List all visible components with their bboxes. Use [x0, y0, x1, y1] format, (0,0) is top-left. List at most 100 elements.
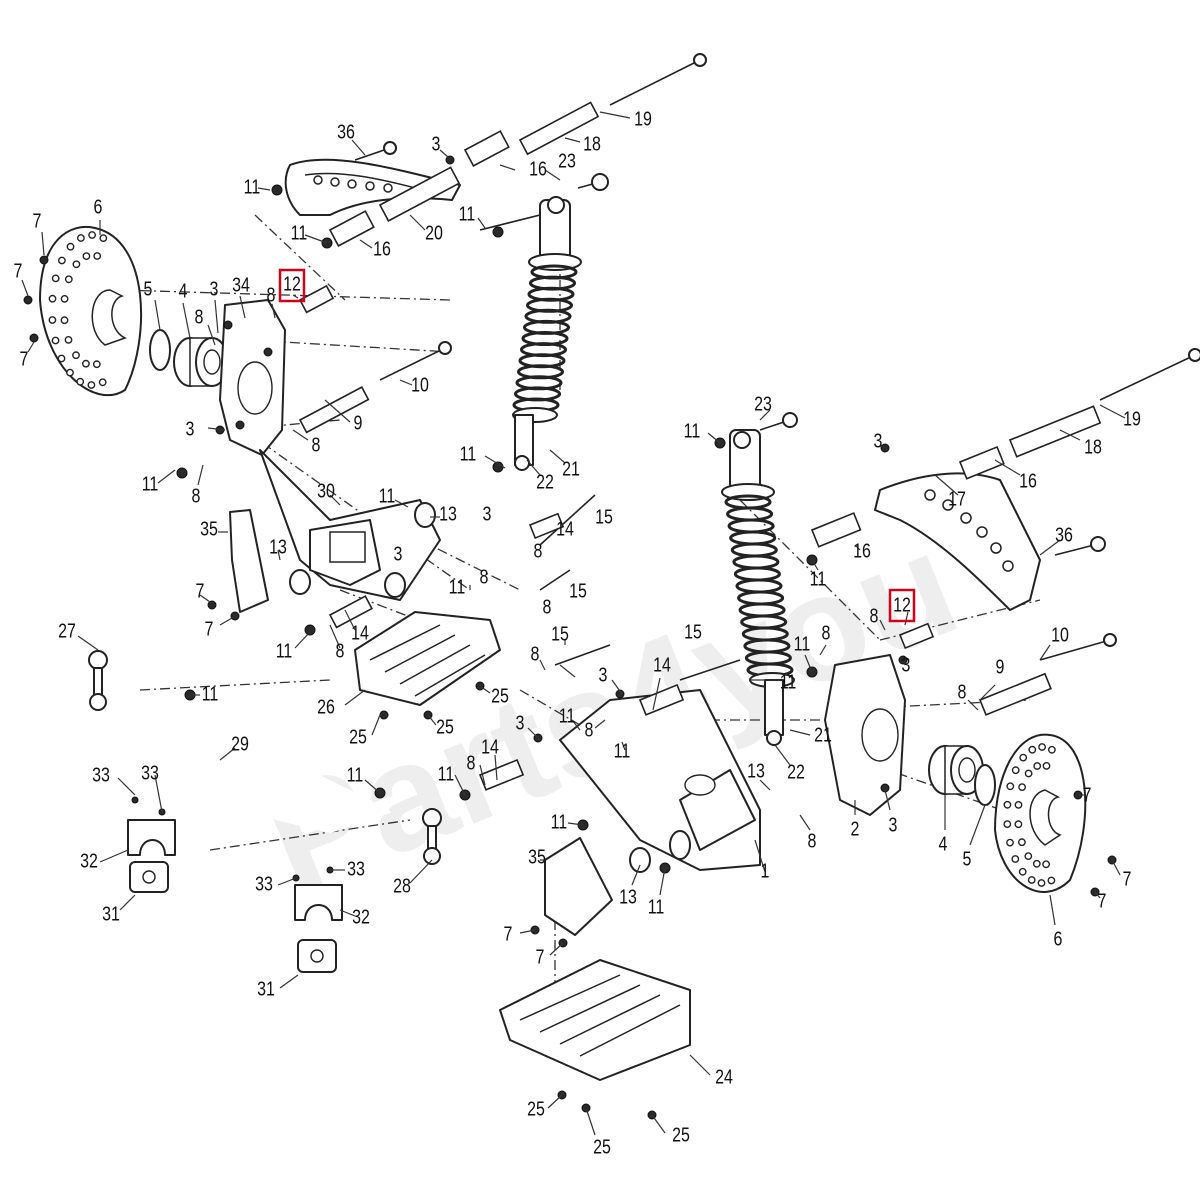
lower-arm-center [559, 689, 761, 873]
callout-9: 9 [996, 656, 1005, 678]
disc-hole [57, 354, 66, 363]
callout-4: 4 [939, 833, 948, 855]
knuckle-right [824, 654, 906, 816]
spring-coil [726, 506, 774, 522]
callout-25: 25 [349, 726, 367, 748]
callout-7: 7 [1123, 868, 1132, 890]
callout-17: 17 [948, 488, 966, 510]
disc-hole [1024, 769, 1033, 778]
disc-hole [1027, 876, 1036, 884]
callout-10: 10 [411, 374, 429, 396]
callout-11: 11 [460, 443, 477, 465]
callout-34: 34 [232, 274, 250, 296]
callout-36: 36 [1055, 524, 1073, 546]
bolts [354, 53, 1200, 681]
callout-33: 33 [255, 873, 273, 895]
callout-32: 32 [352, 906, 370, 928]
callout-11: 11 [684, 420, 701, 442]
callout-3: 3 [483, 503, 492, 525]
callout-3: 3 [902, 654, 911, 676]
disc-hole [1042, 762, 1051, 770]
callout-8: 8 [534, 540, 543, 562]
callout-15: 15 [551, 623, 569, 645]
disc-hole [1006, 782, 1015, 791]
disc-hole [1018, 783, 1026, 791]
callout-7: 7 [536, 946, 545, 968]
disc-hole [93, 252, 102, 260]
callout-25: 25 [491, 685, 509, 707]
callout-8: 8 [958, 681, 967, 703]
lower-arm-left [259, 449, 441, 601]
callout-32: 32 [80, 850, 98, 872]
callout-7: 7 [33, 210, 42, 232]
disc-hole [76, 377, 85, 386]
callout-18: 18 [583, 133, 601, 155]
snap-ring-right [974, 764, 996, 806]
callout-11: 11 [202, 683, 219, 705]
disc-hole [66, 242, 75, 251]
callout-11: 11 [780, 671, 797, 693]
disc-hole [1047, 876, 1056, 885]
disc-hole [1014, 820, 1023, 829]
callout-8: 8 [195, 306, 204, 328]
disc-hole [1014, 801, 1023, 809]
disc-hole [1024, 852, 1033, 860]
disc-hole [1019, 753, 1028, 762]
callout-11: 11 [142, 473, 159, 495]
callout-8: 8 [585, 719, 594, 741]
disc-hole [98, 378, 107, 387]
callout-15: 15 [595, 506, 613, 528]
disc-hole [1011, 766, 1020, 775]
callout-8: 8 [870, 605, 879, 627]
callout-7: 7 [14, 260, 23, 282]
sleeves-upper-left [298, 101, 600, 629]
callout-25: 25 [527, 1098, 545, 1120]
upper-arm-right [874, 472, 1041, 611]
callout-35: 35 [200, 518, 218, 540]
callout-11: 11 [244, 176, 261, 198]
callout-19: 19 [1123, 408, 1141, 430]
callout-10: 10 [1051, 624, 1069, 646]
bar-brackets [127, 819, 343, 973]
callout-3: 3 [599, 664, 608, 686]
callout-14: 14 [351, 622, 369, 644]
leader-lines [21, 111, 1126, 1136]
highlight-box-part-12-lower [888, 588, 916, 623]
callout-7: 7 [1083, 784, 1092, 806]
callout-18: 18 [1084, 436, 1102, 458]
callout-11: 11 [276, 640, 293, 662]
callout-3: 3 [432, 133, 441, 155]
callout-13: 13 [269, 536, 287, 558]
callout-15: 15 [684, 621, 702, 643]
callout-8: 8 [467, 752, 476, 774]
callout-2: 2 [851, 818, 860, 840]
callout-labels: 36 3 11 11 16 20 11 16 23 18 19 6 7 7 7 … [14, 108, 1141, 1158]
callout-3: 3 [889, 814, 898, 836]
callout-7: 7 [20, 348, 29, 370]
callout-14: 14 [653, 654, 671, 676]
disc-hole [1033, 762, 1042, 770]
callout-16: 16 [529, 158, 547, 180]
bearing-left [173, 337, 229, 387]
disc-hole [51, 336, 60, 345]
callout-3: 3 [186, 418, 195, 440]
disc-hole [1028, 745, 1037, 754]
callout-22: 22 [787, 761, 805, 783]
callout-11: 11 [449, 576, 466, 598]
callout-16: 16 [373, 238, 391, 260]
callout-15: 15 [569, 580, 587, 602]
callout-31: 31 [257, 978, 275, 1000]
snap-ring-left [149, 329, 171, 371]
disc-hole [77, 234, 85, 242]
callout-11: 11 [379, 485, 396, 507]
stabilizer-links [88, 650, 442, 865]
callout-36: 36 [337, 121, 355, 143]
disc-hole [64, 275, 73, 284]
spring-coil [730, 542, 778, 558]
callout-14: 14 [481, 736, 499, 758]
callout-11: 11 [559, 705, 576, 727]
callout-19: 19 [634, 108, 652, 130]
callout-13: 13 [747, 760, 765, 782]
callout-16: 16 [1019, 470, 1037, 492]
